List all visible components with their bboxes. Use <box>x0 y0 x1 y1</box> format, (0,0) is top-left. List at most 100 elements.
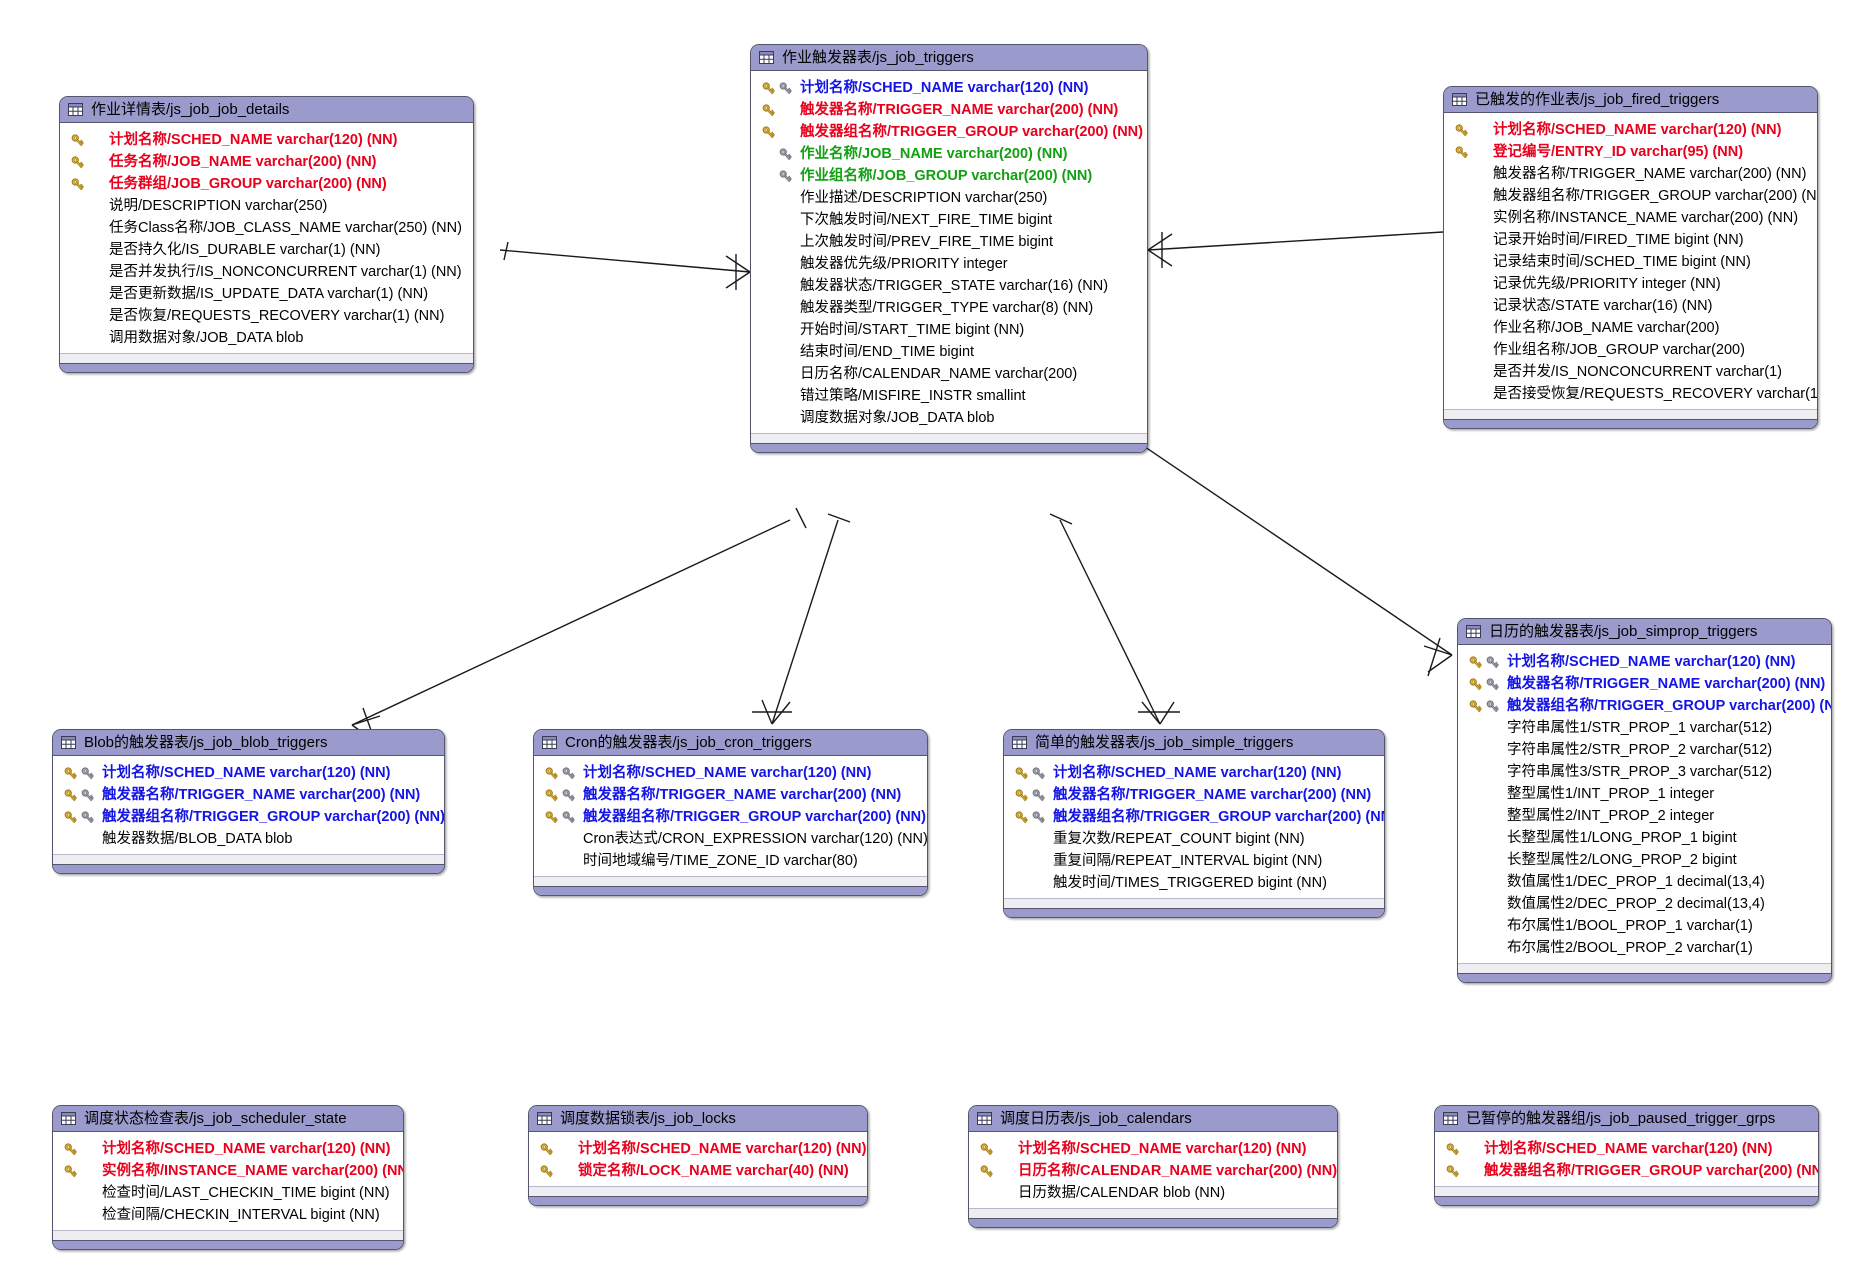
column-row[interactable]: 计划名称/SCHED_NAME varchar(120) (NN) <box>534 762 927 784</box>
column-row[interactable]: 数值属性2/DEC_PROP_2 decimal(13,4) <box>1458 893 1831 915</box>
column-row[interactable]: 调用数据对象/JOB_DATA blob <box>60 327 473 349</box>
column-row[interactable]: 触发器组名称/TRIGGER_GROUP varchar(200) (NN) <box>1444 185 1817 207</box>
column-row[interactable]: 任务Class名称/JOB_CLASS_NAME varchar(250) (N… <box>60 217 473 239</box>
entity-header-job_blob_triggers[interactable]: Blob的触发器表/js_job_blob_triggers <box>53 730 444 756</box>
column-row[interactable]: 计划名称/SCHED_NAME varchar(120) (NN) <box>60 129 473 151</box>
column-row[interactable]: 错过策略/MISFIRE_INSTR smallint <box>751 385 1147 407</box>
column-row[interactable]: 作业组名称/JOB_GROUP varchar(200) (NN) <box>751 165 1147 187</box>
column-row[interactable]: 重复间隔/REPEAT_INTERVAL bigint (NN) <box>1004 850 1384 872</box>
column-row[interactable]: 触发器状态/TRIGGER_STATE varchar(16) (NN) <box>751 275 1147 297</box>
column-row[interactable]: 检查间隔/CHECKIN_INTERVAL bigint (NN) <box>53 1204 403 1226</box>
column-row[interactable]: 字符串属性2/STR_PROP_2 varchar(512) <box>1458 739 1831 761</box>
entity-job_cron_triggers[interactable]: Cron的触发器表/js_job_cron_triggers 计划名称/SCHED… <box>533 729 928 896</box>
column-row[interactable]: 触发器优先级/PRIORITY integer <box>751 253 1147 275</box>
column-row[interactable]: 触发器名称/TRIGGER_NAME varchar(200) (NN) <box>751 99 1147 121</box>
column-row[interactable]: 触发器名称/TRIGGER_NAME varchar(200) (NN) <box>1444 163 1817 185</box>
column-row[interactable]: 实例名称/INSTANCE_NAME varchar(200) (NN) <box>1444 207 1817 229</box>
column-row[interactable]: 触发器名称/TRIGGER_NAME varchar(200) (NN) <box>534 784 927 806</box>
column-row[interactable]: 作业组名称/JOB_GROUP varchar(200) <box>1444 339 1817 361</box>
column-row[interactable]: 日历名称/CALENDAR_NAME varchar(200) <box>751 363 1147 385</box>
column-row[interactable]: 字符串属性1/STR_PROP_1 varchar(512) <box>1458 717 1831 739</box>
column-row[interactable]: 计划名称/SCHED_NAME varchar(120) (NN) <box>1444 119 1817 141</box>
column-row[interactable]: 调度数据对象/JOB_DATA blob <box>751 407 1147 429</box>
column-row[interactable]: 下次触发时间/NEXT_FIRE_TIME bigint <box>751 209 1147 231</box>
column-row[interactable]: 计划名称/SCHED_NAME varchar(120) (NN) <box>529 1138 867 1160</box>
column-row[interactable]: 是否接受恢复/REQUESTS_RECOVERY varchar(1) <box>1444 383 1817 405</box>
entity-job_fired_triggers[interactable]: 已触发的作业表/js_job_fired_triggers 计划名称/SCHED_… <box>1443 86 1818 429</box>
entity-job_locks[interactable]: 调度数据锁表/js_job_locks 计划名称/SCHED_NAME varch… <box>528 1105 868 1206</box>
column-row[interactable]: 字符串属性3/STR_PROP_3 varchar(512) <box>1458 761 1831 783</box>
column-row[interactable]: 长整型属性2/LONG_PROP_2 bigint <box>1458 849 1831 871</box>
column-row[interactable]: 触发器数据/BLOB_DATA blob <box>53 828 444 850</box>
column-row[interactable]: 触发器名称/TRIGGER_NAME varchar(200) (NN) <box>1458 673 1831 695</box>
entity-header-job_simprop_triggers[interactable]: 日历的触发器表/js_job_simprop_triggers <box>1458 619 1831 645</box>
column-row[interactable]: 布尔属性1/BOOL_PROP_1 varchar(1) <box>1458 915 1831 937</box>
entity-header-job_calendars[interactable]: 调度日历表/js_job_calendars <box>969 1106 1337 1132</box>
column-row[interactable]: 检查时间/LAST_CHECKIN_TIME bigint (NN) <box>53 1182 403 1204</box>
column-row[interactable]: 登记编号/ENTRY_ID varchar(95) (NN) <box>1444 141 1817 163</box>
column-row[interactable]: 日历名称/CALENDAR_NAME varchar(200) (NN) <box>969 1160 1337 1182</box>
entity-header-job_simple_triggers[interactable]: 简单的触发器表/js_job_simple_triggers <box>1004 730 1384 756</box>
entity-job_scheduler_state[interactable]: 调度状态检查表/js_job_scheduler_state 计划名称/SCHED… <box>52 1105 404 1250</box>
column-row[interactable]: 记录开始时间/FIRED_TIME bigint (NN) <box>1444 229 1817 251</box>
column-row[interactable]: 触发时间/TIMES_TRIGGERED bigint (NN) <box>1004 872 1384 894</box>
column-row[interactable]: 是否并发/IS_NONCONCURRENT varchar(1) <box>1444 361 1817 383</box>
entity-header-job_triggers[interactable]: 作业触发器表/js_job_triggers <box>751 45 1147 71</box>
entity-job_simprop_triggers[interactable]: 日历的触发器表/js_job_simprop_triggers 计划名称/SCHE… <box>1457 618 1832 983</box>
column-row[interactable]: 锁定名称/LOCK_NAME varchar(40) (NN) <box>529 1160 867 1182</box>
entity-job_triggers[interactable]: 作业触发器表/js_job_triggers 计划名称/SCHED_NAME va… <box>750 44 1148 453</box>
column-row[interactable]: 是否恢复/REQUESTS_RECOVERY varchar(1) (NN) <box>60 305 473 327</box>
entity-job_paused_trigger_grps[interactable]: 已暂停的触发器组/js_job_paused_trigger_grps 计划名称/… <box>1434 1105 1819 1206</box>
column-row[interactable]: 重复次数/REPEAT_COUNT bigint (NN) <box>1004 828 1384 850</box>
column-row[interactable]: 作业名称/JOB_NAME varchar(200) <box>1444 317 1817 339</box>
column-row[interactable]: 触发器类型/TRIGGER_TYPE varchar(8) (NN) <box>751 297 1147 319</box>
column-row[interactable]: 结束时间/END_TIME bigint <box>751 341 1147 363</box>
column-row[interactable]: 计划名称/SCHED_NAME varchar(120) (NN) <box>1458 651 1831 673</box>
column-row[interactable]: 触发器组名称/TRIGGER_GROUP varchar(200) (NN) <box>751 121 1147 143</box>
column-row[interactable]: 长整型属性1/LONG_PROP_1 bigint <box>1458 827 1831 849</box>
column-row[interactable]: 作业名称/JOB_NAME varchar(200) (NN) <box>751 143 1147 165</box>
column-row[interactable]: 说明/DESCRIPTION varchar(250) <box>60 195 473 217</box>
entity-header-job_fired_triggers[interactable]: 已触发的作业表/js_job_fired_triggers <box>1444 87 1817 113</box>
column-row[interactable]: 整型属性1/INT_PROP_1 integer <box>1458 783 1831 805</box>
column-row[interactable]: 触发器名称/TRIGGER_NAME varchar(200) (NN) <box>1004 784 1384 806</box>
column-row[interactable]: 记录优先级/PRIORITY integer (NN) <box>1444 273 1817 295</box>
column-row[interactable]: 是否持久化/IS_DURABLE varchar(1) (NN) <box>60 239 473 261</box>
column-row[interactable]: 触发器组名称/TRIGGER_GROUP varchar(200) (NN) <box>1458 695 1831 717</box>
column-row[interactable]: 实例名称/INSTANCE_NAME varchar(200) (NN) <box>53 1160 403 1182</box>
column-row[interactable]: 任务名称/JOB_NAME varchar(200) (NN) <box>60 151 473 173</box>
column-row[interactable]: 触发器组名称/TRIGGER_GROUP varchar(200) (NN) <box>534 806 927 828</box>
column-row[interactable]: 数值属性1/DEC_PROP_1 decimal(13,4) <box>1458 871 1831 893</box>
column-row[interactable]: Cron表达式/CRON_EXPRESSION varchar(120) (NN… <box>534 828 927 850</box>
column-row[interactable]: 触发器组名称/TRIGGER_GROUP varchar(200) (NN) <box>1004 806 1384 828</box>
column-row[interactable]: 触发器组名称/TRIGGER_GROUP varchar(200) (NN) <box>53 806 444 828</box>
column-row[interactable]: 记录状态/STATE varchar(16) (NN) <box>1444 295 1817 317</box>
column-row[interactable]: 计划名称/SCHED_NAME varchar(120) (NN) <box>969 1138 1337 1160</box>
entity-header-job_locks[interactable]: 调度数据锁表/js_job_locks <box>529 1106 867 1132</box>
column-row[interactable]: 上次触发时间/PREV_FIRE_TIME bigint <box>751 231 1147 253</box>
column-row[interactable]: 是否更新数据/IS_UPDATE_DATA varchar(1) (NN) <box>60 283 473 305</box>
column-row[interactable]: 开始时间/START_TIME bigint (NN) <box>751 319 1147 341</box>
column-row[interactable]: 日历数据/CALENDAR blob (NN) <box>969 1182 1337 1204</box>
column-row[interactable]: 作业描述/DESCRIPTION varchar(250) <box>751 187 1147 209</box>
entity-job_job_details[interactable]: 作业详情表/js_job_job_details 计划名称/SCHED_NAME … <box>59 96 474 373</box>
entity-header-job_job_details[interactable]: 作业详情表/js_job_job_details <box>60 97 473 123</box>
column-row[interactable]: 布尔属性2/BOOL_PROP_2 varchar(1) <box>1458 937 1831 959</box>
entity-job_simple_triggers[interactable]: 简单的触发器表/js_job_simple_triggers 计划名称/SCHED… <box>1003 729 1385 918</box>
column-row[interactable]: 记录结束时间/SCHED_TIME bigint (NN) <box>1444 251 1817 273</box>
entity-header-job_cron_triggers[interactable]: Cron的触发器表/js_job_cron_triggers <box>534 730 927 756</box>
column-row[interactable]: 计划名称/SCHED_NAME varchar(120) (NN) <box>751 77 1147 99</box>
column-row[interactable]: 计划名称/SCHED_NAME varchar(120) (NN) <box>53 1138 403 1160</box>
column-row[interactable]: 时间地域编号/TIME_ZONE_ID varchar(80) <box>534 850 927 872</box>
column-row[interactable]: 计划名称/SCHED_NAME varchar(120) (NN) <box>53 762 444 784</box>
column-row[interactable]: 计划名称/SCHED_NAME varchar(120) (NN) <box>1004 762 1384 784</box>
entity-header-job_paused_trigger_grps[interactable]: 已暂停的触发器组/js_job_paused_trigger_grps <box>1435 1106 1818 1132</box>
column-row[interactable]: 计划名称/SCHED_NAME varchar(120) (NN) <box>1435 1138 1818 1160</box>
column-row[interactable]: 触发器组名称/TRIGGER_GROUP varchar(200) (NN) <box>1435 1160 1818 1182</box>
column-row[interactable]: 整型属性2/INT_PROP_2 integer <box>1458 805 1831 827</box>
entity-job_blob_triggers[interactable]: Blob的触发器表/js_job_blob_triggers 计划名称/SCHED… <box>52 729 445 874</box>
entity-job_calendars[interactable]: 调度日历表/js_job_calendars 计划名称/SCHED_NAME va… <box>968 1105 1338 1228</box>
column-row[interactable]: 触发器名称/TRIGGER_NAME varchar(200) (NN) <box>53 784 444 806</box>
entity-header-job_scheduler_state[interactable]: 调度状态检查表/js_job_scheduler_state <box>53 1106 403 1132</box>
column-row[interactable]: 是否并发执行/IS_NONCONCURRENT varchar(1) (NN) <box>60 261 473 283</box>
